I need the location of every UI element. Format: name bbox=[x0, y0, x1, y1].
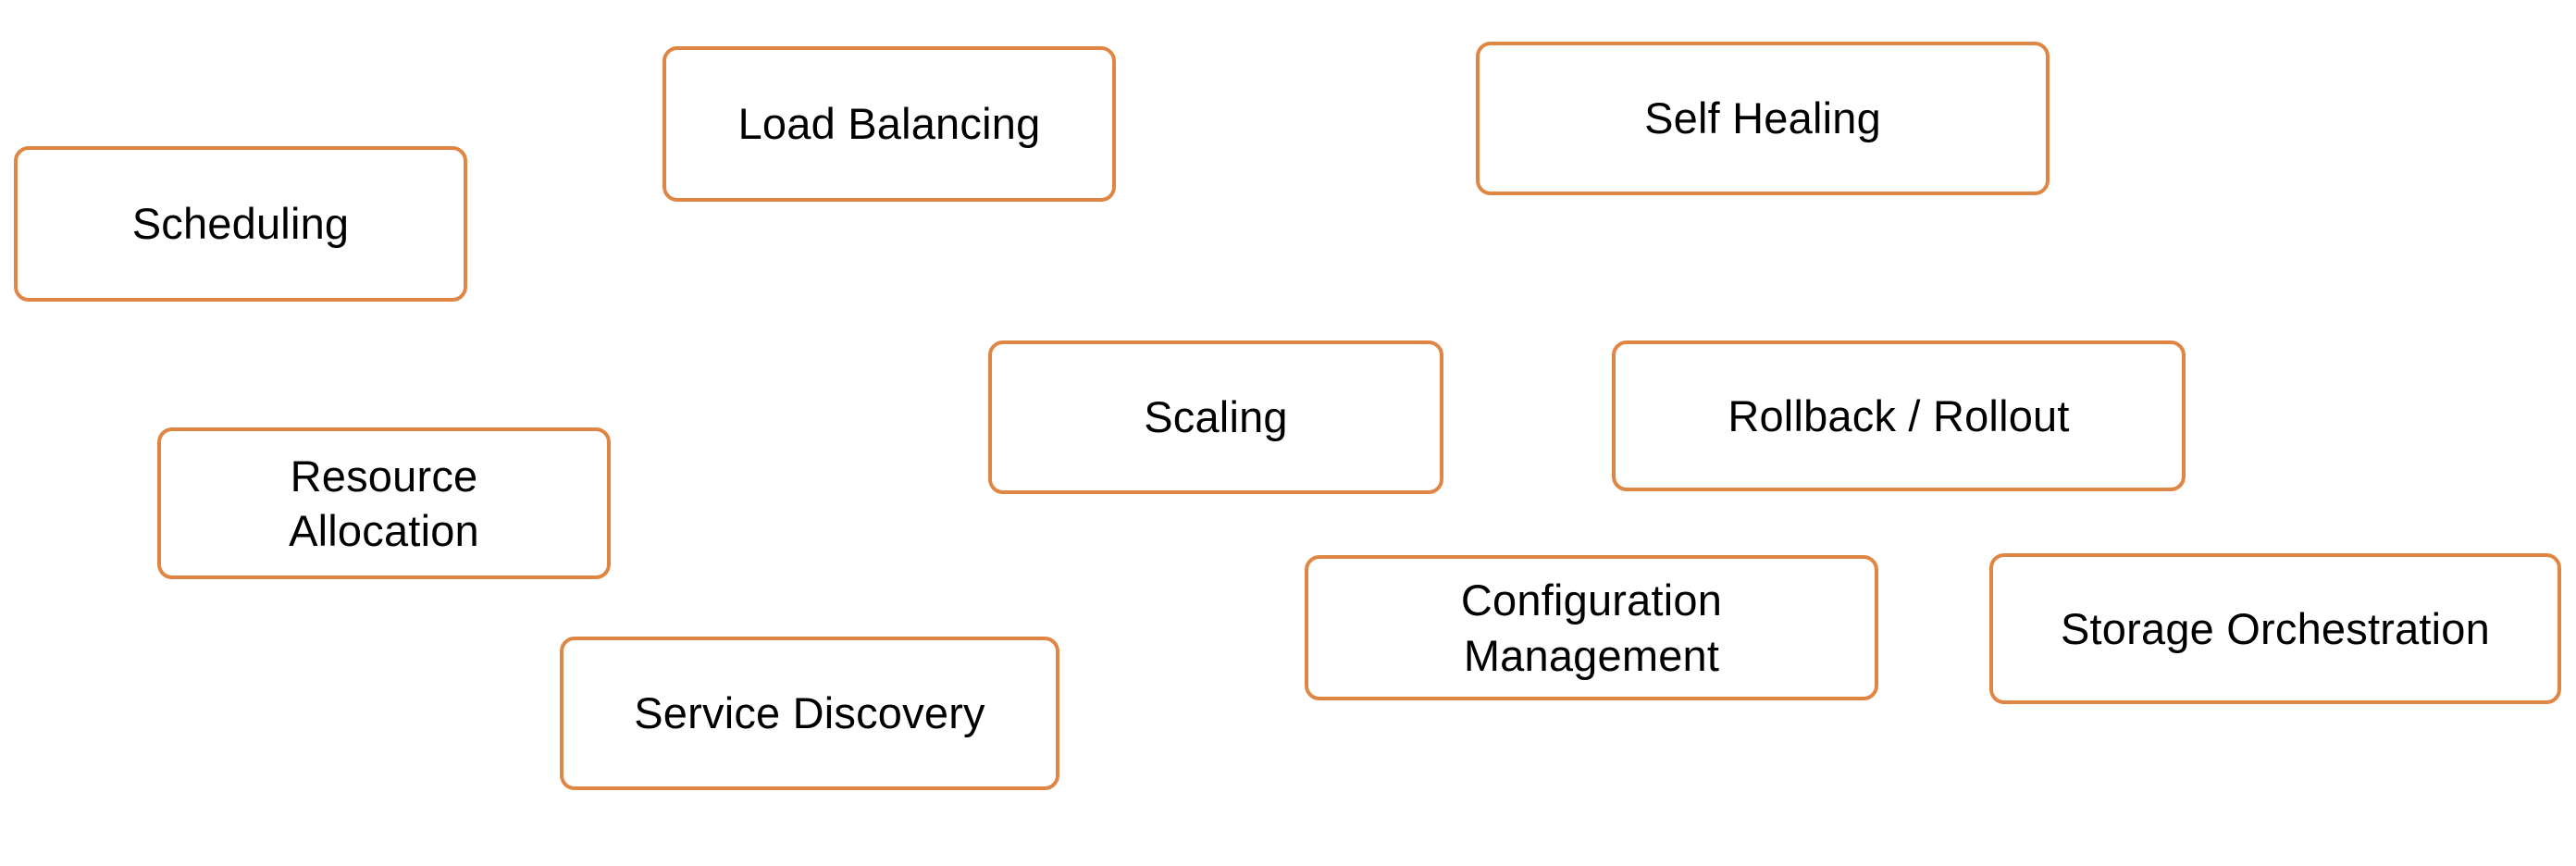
node-label-service-discovery: Service Discovery bbox=[634, 688, 985, 738]
diagram-node-resource-allocation[interactable]: Resource Allocation bbox=[157, 427, 611, 579]
node-label-self-healing: Self Healing bbox=[1644, 93, 1881, 143]
diagram-node-scaling[interactable]: Scaling bbox=[988, 340, 1443, 494]
diagram-node-rollback-rollout[interactable]: Rollback / Rollout bbox=[1612, 340, 2186, 491]
node-label-scheduling: Scheduling bbox=[131, 199, 350, 249]
diagram-node-self-healing[interactable]: Self Healing bbox=[1476, 42, 2050, 195]
diagram-node-load-balancing[interactable]: Load Balancing bbox=[663, 46, 1116, 202]
diagram-node-storage-orchestration[interactable]: Storage Orchestration bbox=[1989, 553, 2561, 704]
node-label-load-balancing: Load Balancing bbox=[737, 99, 1041, 149]
diagram-node-service-discovery[interactable]: Service Discovery bbox=[560, 637, 1059, 790]
node-label-configuration-management: Configuration Management bbox=[1460, 575, 1723, 680]
node-label-storage-orchestration: Storage Orchestration bbox=[2061, 603, 2490, 653]
node-label-resource-allocation: Resource Allocation bbox=[289, 451, 479, 555]
node-label-rollback-rollout: Rollback / Rollout bbox=[1728, 390, 2070, 440]
diagram-node-configuration-management[interactable]: Configuration Management bbox=[1305, 555, 1878, 700]
diagram-node-scheduling[interactable]: Scheduling bbox=[14, 146, 467, 302]
node-label-scaling: Scaling bbox=[1144, 392, 1288, 442]
